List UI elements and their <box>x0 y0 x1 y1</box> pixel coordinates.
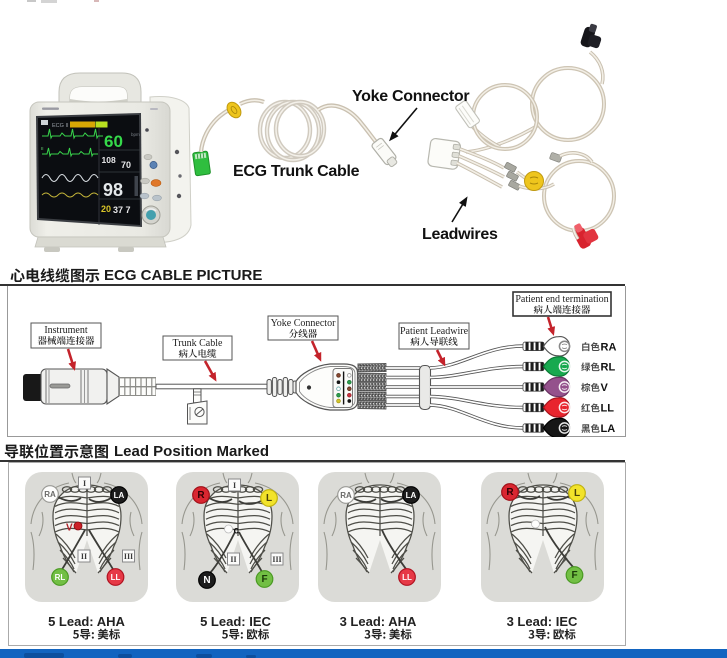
svg-text:20: 20 <box>101 204 111 214</box>
svg-text:RL: RL <box>55 573 66 582</box>
svg-text:II: II <box>230 555 236 564</box>
svg-text:R: R <box>506 487 514 498</box>
svg-text:L: L <box>574 488 580 499</box>
svg-text:I: I <box>83 479 86 488</box>
svg-text:N: N <box>203 575 210 586</box>
svg-text:II: II <box>41 146 44 151</box>
svg-text:LL: LL <box>402 573 412 582</box>
svg-text:V: V <box>66 523 73 534</box>
svg-text:LA: LA <box>114 491 125 500</box>
svg-text:LL: LL <box>111 573 121 582</box>
svg-text:II: II <box>81 552 87 561</box>
svg-text:Patient end termination: Patient end termination <box>515 294 608 305</box>
svg-text:Yoke Connector: Yoke Connector <box>271 318 336 329</box>
svg-text:Trunk Cable: Trunk Cable <box>173 338 223 349</box>
svg-text:RA: RA <box>340 491 352 500</box>
svg-text:III: III <box>272 555 281 564</box>
svg-text:RL: RL <box>601 362 616 374</box>
svg-text:F: F <box>571 570 577 581</box>
svg-text:98: 98 <box>103 180 123 200</box>
svg-text:bpm: bpm <box>131 132 140 137</box>
svg-text:III: III <box>124 552 133 561</box>
svg-text:I: I <box>233 481 236 490</box>
svg-text:Instrument: Instrument <box>44 325 88 336</box>
svg-text:Patient Leadwire: Patient Leadwire <box>400 326 469 337</box>
svg-text:RA: RA <box>601 341 617 353</box>
svg-text:LL: LL <box>601 403 615 415</box>
svg-text:70: 70 <box>121 160 131 170</box>
svg-text:L: L <box>266 493 272 504</box>
svg-text:60: 60 <box>104 132 123 151</box>
svg-text:LA: LA <box>406 491 417 500</box>
svg-text:c: c <box>234 526 240 537</box>
svg-text:RA: RA <box>44 490 56 499</box>
svg-text:ECG II: ECG II <box>52 123 69 129</box>
svg-text:F: F <box>261 574 267 585</box>
svg-text:108: 108 <box>102 155 116 165</box>
svg-text:LA: LA <box>601 423 616 435</box>
svg-text:37 7: 37 7 <box>113 205 131 215</box>
svg-text:V: V <box>601 382 609 394</box>
svg-text:R: R <box>197 490 205 501</box>
